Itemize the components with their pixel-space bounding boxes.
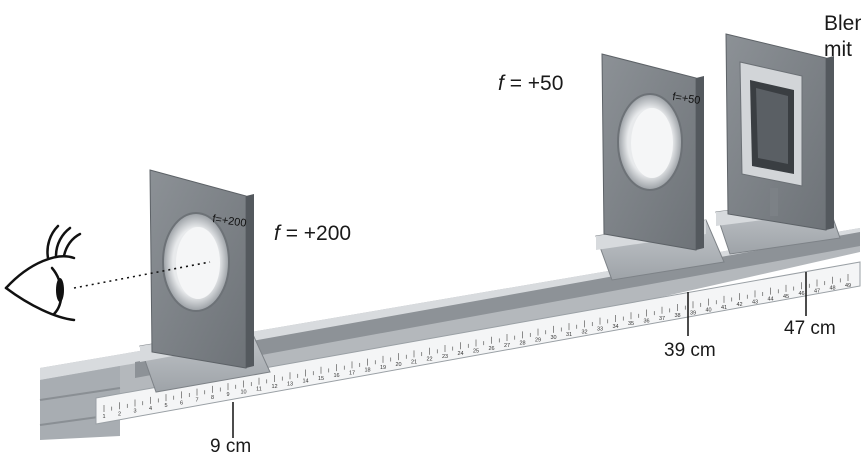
scale-number: 46 [798, 291, 804, 297]
scale-number: 23 [442, 354, 448, 360]
scale-number: 40 [705, 308, 711, 314]
plate-label-f50: f=+50 [672, 91, 702, 107]
plate-label-f200: f=+200 [212, 213, 248, 230]
scale-number: 48 [829, 286, 835, 292]
scale-number: 24 [457, 351, 463, 357]
scale-number: 22 [426, 357, 432, 363]
scale-number: 6 [180, 400, 183, 406]
scale-number: 13 [287, 381, 293, 387]
scale-number: 34 [612, 324, 618, 330]
lens-plate-f50: f=+50 [601, 53, 704, 251]
scale-number: 20 [395, 362, 401, 368]
scale-number: 8 [211, 395, 214, 401]
scale-number: 36 [643, 318, 649, 324]
scale-number: 17 [349, 370, 355, 376]
label-aperture-line1: Blen [824, 12, 861, 35]
scale-number: 44 [767, 297, 773, 303]
scale-number: 11 [256, 387, 262, 393]
scale-number: 1 [102, 414, 105, 420]
scale-number: 14 [302, 379, 308, 385]
scale-number: 35 [628, 321, 634, 327]
scale-number: 19 [380, 365, 386, 371]
lens-plate-f200: f=+200 [149, 169, 254, 369]
scale-number: 7 [195, 398, 198, 404]
label-aperture-line2: mit [824, 38, 852, 61]
rail-scale [95, 261, 861, 425]
scale-number: 2 [118, 411, 121, 417]
scale-number: 12 [271, 384, 277, 390]
scale-number: 39 [690, 310, 696, 316]
scale-number: 47 [814, 288, 820, 294]
scale-number: 49 [845, 283, 851, 289]
eye-icon [4, 224, 82, 322]
scale-number: 21 [411, 359, 417, 365]
scale-number: 32 [581, 329, 587, 335]
scale-number: 29 [535, 338, 541, 344]
scale-number: 38 [674, 313, 680, 319]
scale-number: 27 [504, 343, 510, 349]
scale-number: 33 [597, 327, 603, 333]
scale-number: 37 [659, 316, 665, 322]
scale-number: 45 [783, 294, 789, 300]
position-39cm: 39 cm [664, 340, 716, 361]
scale-number: 26 [488, 346, 494, 352]
line-of-sight [73, 261, 211, 289]
scale-number: 16 [333, 373, 339, 379]
scale-number: 25 [473, 349, 479, 355]
aperture-plate [725, 33, 834, 231]
scale-number: 4 [149, 406, 152, 412]
scale-number: 28 [519, 340, 525, 346]
scale-number: 43 [752, 299, 758, 305]
scale-number: 9 [226, 392, 229, 398]
scale-number: 42 [736, 302, 742, 308]
position-47cm: 47 cm [784, 318, 836, 339]
scale-number: 18 [364, 368, 370, 374]
label-f200: f = +200 [274, 222, 352, 245]
scale-number: 15 [318, 376, 324, 382]
scale-number: 3 [133, 409, 136, 415]
label-f50: f = +50 [498, 72, 564, 95]
scale-number: 31 [566, 332, 572, 338]
scale-number: 5 [164, 403, 167, 409]
scale-number: 41 [721, 305, 727, 311]
scale-number: 30 [550, 335, 556, 341]
scale-number: 10 [240, 389, 246, 395]
position-9cm: 9 cm [210, 436, 252, 457]
